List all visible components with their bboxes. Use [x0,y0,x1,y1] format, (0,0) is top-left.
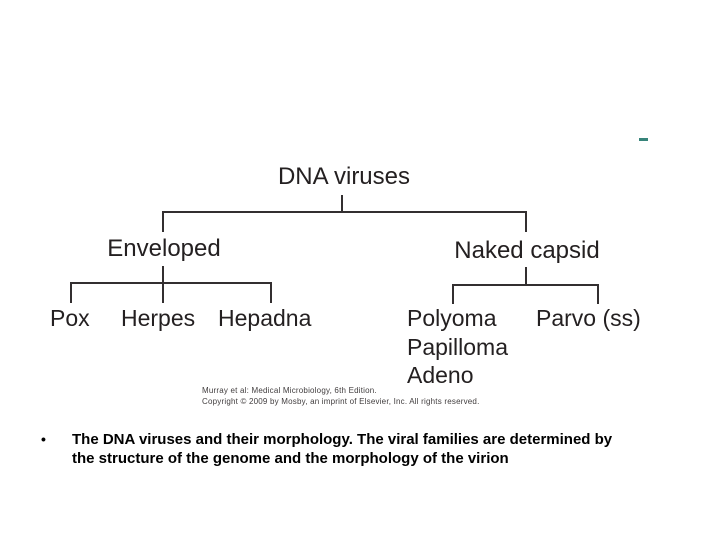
connector-root-stub [341,195,343,212]
caption-bullet-icon: • [41,431,46,447]
connector-naked-stub [525,267,527,285]
connector-naked-drop-right [597,284,599,304]
connector-enveloped-drop-hepadna [270,282,272,303]
tree-node-label-enveloped: Enveloped [107,235,221,262]
tree-leaf-label-hepadna: Hepadna [218,305,312,331]
figure-credit-source: Murray et al: Medical Microbiology, 6th … [202,386,377,395]
connector-main-left-drop [162,211,164,232]
tree-leaf-label-parvo-ss: Parvo (ss) [536,305,641,331]
tree-leaf-label-pox: Pox [50,305,90,331]
teal-dash-decoration [639,138,648,141]
connector-main-right-drop [525,211,527,232]
tree-leaf-label-adeno: Adeno [407,362,474,388]
connector-naked-drop-left [452,284,454,304]
connector-enveloped-drop-herpes [162,282,164,303]
connector-naked-horizontal [452,284,599,286]
caption-text-line2: the structure of the genome and the morp… [72,450,509,467]
caption-text-line1: The DNA viruses and their morphology. Th… [72,431,613,448]
tree-leaf-label-polyoma: Polyoma [407,305,497,331]
connector-main-horizontal [162,211,527,213]
tree-root-label-dna-viruses: DNA viruses [277,163,411,190]
figure-credit-copyright: Copyright © 2009 by Mosby, an imprint of… [202,397,480,406]
tree-leaf-label-papilloma: Papilloma [407,334,508,360]
connector-enveloped-stub [162,266,164,283]
connector-enveloped-drop-pox [70,282,72,303]
tree-leaf-label-herpes: Herpes [121,305,196,331]
tree-node-label-naked-capsid: Naked capsid [454,237,600,264]
connector-enveloped-horizontal [70,282,272,284]
